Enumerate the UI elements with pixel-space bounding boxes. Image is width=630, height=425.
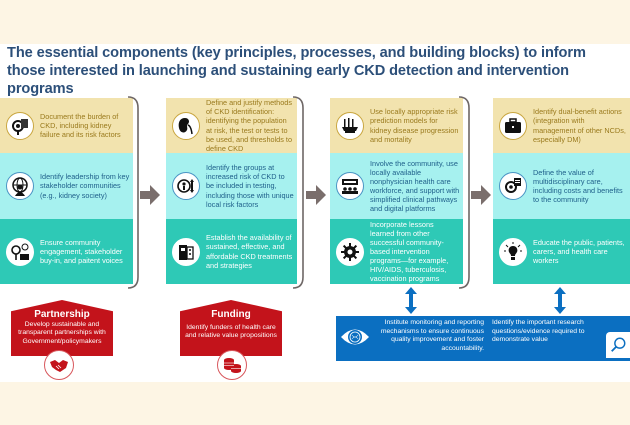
lightbulb-icon [499, 237, 527, 266]
value-gear-icon [499, 172, 527, 200]
column-3-cell-1: Use locally appropriate risk prediction … [330, 98, 463, 153]
column-3-cell-2: Involve the community, use locally avail… [330, 153, 463, 219]
risk-groups-icon [172, 172, 200, 200]
double-arrow-icon [405, 287, 417, 314]
coins-icon [217, 350, 247, 380]
funding-shape [180, 300, 282, 356]
diagram-title: The essential components (key principles… [7, 45, 586, 97]
column-3-cell-3: Incorporate lessons learned from other s… [330, 219, 463, 284]
bottom-band [0, 382, 630, 425]
column-1-cell-3: Ensure community engagement, stakeholder… [0, 219, 133, 284]
gear-icon [336, 237, 364, 266]
funding-block: Funding Identify funders of health care … [180, 300, 282, 356]
partnership-shape [11, 300, 113, 356]
column-2-cell-3: Establish the availability of sustained,… [166, 219, 297, 284]
kidney-icon [172, 111, 200, 140]
column-2-cell-2: Identify the groups at increased risk of… [166, 153, 297, 219]
community-engagement-icon [6, 237, 34, 266]
monitoring-block: Institute monitoring and reporting mecha… [336, 316, 630, 361]
partnership-block: Partnership Develop sustainable and tran… [11, 300, 113, 356]
cell-text: Define the value of multidisciplinary ca… [533, 167, 623, 205]
flow-arrow-icon [306, 185, 326, 205]
monitoring-text: Institute monitoring and reporting mecha… [380, 319, 484, 352]
cell-text: Establish the availability of sustained,… [206, 233, 293, 270]
column-4-cell-3: Educate the public, patients, carers, an… [493, 219, 630, 284]
globe-leader-icon [6, 172, 34, 200]
column-2: Define and justify methods of CKD identi… [166, 98, 297, 284]
column-1-cell-2: Identify leadership from key stakeholder… [0, 153, 133, 219]
cell-text: Identify dual-benefit actions (integrati… [533, 107, 626, 144]
partnership-description: Develop sustainable and transparent part… [18, 321, 106, 345]
column-4-cell-1: Identify dual-benefit actions (integrati… [493, 98, 630, 153]
cell-text: Use locally appropriate risk prediction … [370, 107, 459, 144]
double-arrow-icon [554, 287, 566, 314]
flow-arrow-icon [140, 185, 160, 205]
cell-text: Educate the public, patients, carers, an… [533, 237, 625, 266]
flow-arrow-icon [471, 185, 491, 205]
column-3: Use locally appropriate risk prediction … [330, 98, 463, 284]
column-1-bracket [128, 96, 139, 289]
column-1: Document the burden of CKD, including ki… [0, 98, 133, 284]
cell-text: Ensure community engagement, stakeholder… [40, 237, 123, 266]
cell-text: Identify the groups at increased risk of… [206, 163, 294, 209]
prediction-model-icon [336, 111, 364, 140]
funding-title: Funding [211, 309, 251, 320]
research-text: Identify the important research question… [492, 319, 585, 344]
cell-text: Document the burden of CKD, including ki… [40, 111, 121, 140]
column-4-cell-2: Define the value of multidisciplinary ca… [493, 153, 630, 219]
eye-icon [341, 329, 369, 345]
column-4: Identify dual-benefit actions (integrati… [493, 98, 630, 284]
column-3-bracket [459, 96, 470, 289]
magnifier-kidney-icon [6, 111, 34, 140]
magnifier-icon [606, 332, 630, 358]
funding-description: Identify funders of health care and rela… [185, 324, 277, 340]
top-band [0, 0, 630, 44]
cell-text: Identify leadership from key stakeholder… [40, 172, 130, 200]
cell-text: Define and justify methods of CKD identi… [206, 98, 293, 153]
treatment-device-icon [172, 237, 200, 266]
cell-text: Involve the community, use locally avail… [370, 158, 460, 214]
column-2-cell-1: Define and justify methods of CKD identi… [166, 98, 297, 153]
partnership-title: Partnership [34, 309, 90, 320]
column-2-bracket [293, 96, 304, 289]
community-workforce-icon [336, 172, 364, 200]
column-1-cell-1: Document the burden of CKD, including ki… [0, 98, 133, 153]
handshake-icon [44, 350, 74, 380]
briefcase-icon [499, 111, 527, 140]
cell-text: Incorporate lessons learned from other s… [370, 219, 449, 284]
